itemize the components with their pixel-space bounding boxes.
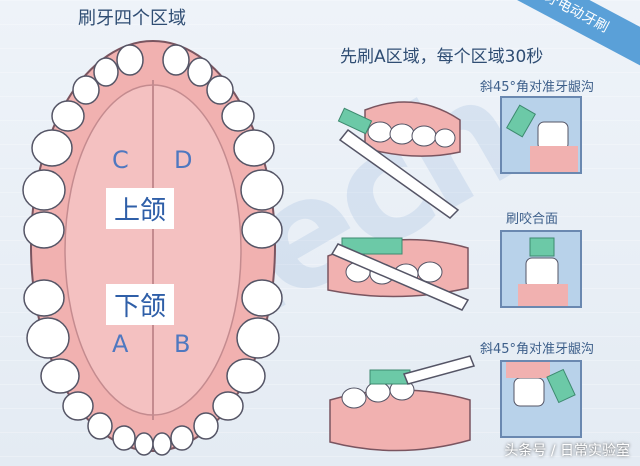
quadrant-a-label: A	[112, 330, 129, 358]
lower-jaw-label: 下颌	[106, 284, 175, 325]
brush-illustration-1	[337, 101, 461, 219]
brush-illustration-2	[327, 237, 470, 311]
step-2-label: 刷咬合面	[506, 212, 559, 227]
quadrant-c-label: C	[112, 146, 129, 174]
step-1-label: 斜45°角对准牙龈沟	[480, 80, 595, 95]
step-3-panel	[500, 360, 582, 438]
page-title: 刷牙四个区域	[78, 8, 186, 29]
step-2-panel	[500, 230, 582, 308]
brush-illustration-3	[329, 355, 476, 452]
page-subtitle: 先刷A区域，每个区域30秒	[340, 47, 544, 67]
step-1-panel	[500, 96, 582, 174]
step-3-label: 斜45°角对准牙龈沟	[480, 342, 595, 357]
footer-credit: 头条号 / 日常实验室	[504, 443, 630, 459]
step-1-closeup	[506, 104, 578, 172]
quadrant-b-label: B	[174, 330, 191, 358]
step-2-closeup	[518, 237, 568, 306]
corner-label: 牙电动牙刷	[541, 0, 612, 36]
upper-jaw-label: 上颌	[106, 188, 175, 229]
jaw-diagram	[22, 40, 284, 456]
teeth-ring	[22, 44, 284, 456]
step-3-closeup	[506, 362, 576, 407]
quadrant-d-label: D	[174, 146, 193, 174]
